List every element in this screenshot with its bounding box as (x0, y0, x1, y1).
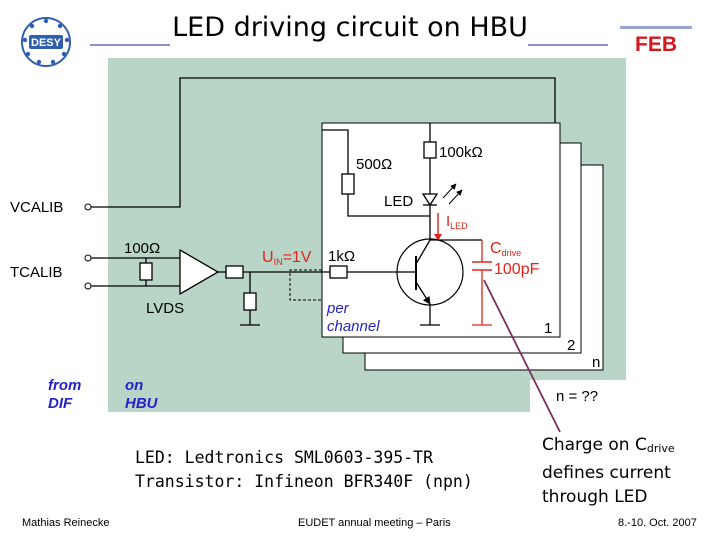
vcalib-terminal (84, 203, 92, 211)
label-channel-n: n (592, 354, 600, 371)
desy-logo-text: DESY (31, 37, 62, 49)
label-n-count: n = ?? (556, 388, 598, 405)
board-cutout (530, 380, 626, 412)
footer-author: Mathias Reinecke (22, 517, 110, 529)
label-on: on (125, 377, 143, 394)
label-channel: channel (327, 318, 380, 335)
note-transistor-part: Transistor: Infineon BFR340F (npn) (135, 472, 473, 491)
label-r-100: 100Ω (124, 240, 160, 257)
label-uin: UIN=1V (262, 249, 312, 267)
note-pointer-line (483, 279, 561, 433)
label-iled-main: I (446, 213, 450, 230)
label-iled: ILED (446, 213, 468, 231)
title-rule-right (528, 44, 608, 46)
charge-note-prefix: Charge on C (542, 435, 647, 455)
label-led: LED (384, 193, 413, 210)
label-lvds: LVDS (146, 300, 184, 317)
label-from: from (48, 377, 81, 394)
label-channel-1: 1 (544, 320, 552, 337)
tcalib-terminal-bottom (84, 282, 92, 290)
label-cdrive-sub: drive (502, 248, 522, 258)
label-cdrive-main: C (490, 240, 502, 257)
footer-event: EUDET annual meeting – Paris (298, 517, 451, 529)
title-rule-left (90, 44, 170, 46)
charge-note: Charge on Cdrive defines current through… (542, 433, 675, 509)
charge-note-line3: through LED (542, 487, 648, 507)
charge-note-line2: defines current (542, 463, 671, 483)
resistor-shunt (243, 292, 257, 311)
label-r-100k: 100kΩ (439, 144, 483, 161)
label-iled-sub: LED (450, 221, 468, 231)
resistor-100k (423, 141, 437, 159)
label-uin-sub: IN (274, 257, 283, 267)
charge-note-sub: drive (646, 442, 675, 455)
charge-note-line1: Charge on Cdrive (542, 433, 675, 461)
label-channel-2: 2 (567, 337, 575, 354)
channel-board-1 (321, 122, 561, 338)
label-cdrive: Cdrive (490, 240, 521, 258)
resistor-500 (341, 173, 355, 195)
label-r-500: 500Ω (356, 156, 392, 173)
per-channel-dashed (289, 269, 322, 301)
label-uin-value: =1V (283, 249, 312, 266)
label-cdrive-value: 100pF (494, 261, 540, 278)
footer-date: 8.-10. Oct. 2007 (618, 517, 697, 529)
slide-title: LED driving circuit on HBU (172, 12, 528, 43)
label-tcalib: TCALIB (10, 264, 63, 281)
note-led-part: LED: Ledtronics SML0603-395-TR (135, 448, 434, 467)
feb-logo: FEB (620, 26, 692, 61)
resistor-series (225, 265, 244, 279)
resistor-1k (329, 265, 348, 279)
label-uin-main: U (262, 249, 274, 266)
resistor-100 (139, 262, 153, 281)
label-dif: DIF (48, 395, 73, 412)
lvds-buffer (179, 248, 220, 296)
label-r-1k: 1kΩ (328, 248, 355, 265)
component-notes: LED: Ledtronics SML0603-395-TR Transisto… (135, 446, 473, 494)
label-vcalib: VCALIB (10, 199, 63, 216)
desy-logo: DESY (21, 17, 71, 67)
label-hbu: HBU (125, 395, 159, 412)
label-per: per (326, 300, 350, 317)
tcalib-terminal-top (84, 254, 92, 262)
